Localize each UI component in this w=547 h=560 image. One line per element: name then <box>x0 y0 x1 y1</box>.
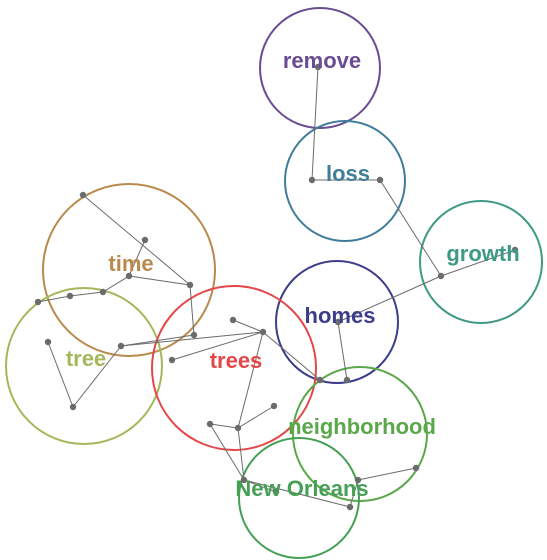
node-point <box>376 176 384 184</box>
edge <box>209 423 239 429</box>
label-tree: tree <box>66 346 106 371</box>
edge <box>232 319 264 333</box>
label-new-orleans: New Orleans <box>235 476 368 501</box>
node-point <box>240 476 248 484</box>
cluster-labels: remove loss growth time homes tree trees… <box>66 48 520 501</box>
label-time: time <box>108 251 153 276</box>
edge <box>262 331 321 381</box>
node-point <box>234 424 242 432</box>
ring-remove <box>259 7 381 129</box>
node-point <box>168 356 176 364</box>
edge <box>69 291 104 297</box>
edge <box>102 275 130 293</box>
node-point <box>316 376 324 384</box>
edge <box>237 331 264 429</box>
node-point <box>69 403 77 411</box>
label-trees: trees <box>210 348 263 373</box>
edge <box>337 275 442 323</box>
node-point <box>186 281 194 289</box>
ring-trees <box>151 285 317 451</box>
ring-homes <box>275 260 399 384</box>
label-neighborhood: neighborhood <box>288 414 436 439</box>
node-point <box>117 342 125 350</box>
edge <box>237 427 245 481</box>
node-point <box>99 288 107 296</box>
edge <box>379 179 442 277</box>
node-point <box>412 464 420 472</box>
label-homes: homes <box>305 303 376 328</box>
edge <box>440 249 516 277</box>
edge <box>311 66 319 181</box>
ring-new-orleans <box>238 437 360 559</box>
node-point <box>314 63 322 71</box>
edge <box>209 423 245 481</box>
nodes <box>34 63 519 511</box>
ring-loss <box>284 120 406 242</box>
edge <box>128 239 146 277</box>
node-point <box>66 292 74 300</box>
ring-tree <box>5 287 163 445</box>
node-point <box>125 272 133 280</box>
node-point <box>259 328 267 336</box>
edge <box>171 331 264 361</box>
label-loss: loss <box>326 161 370 186</box>
node-point <box>190 331 198 339</box>
node-point <box>79 191 87 199</box>
edge <box>47 341 74 408</box>
node-point <box>346 503 354 511</box>
edge <box>128 275 191 286</box>
edge <box>72 345 122 408</box>
node-point <box>511 246 519 254</box>
node-point <box>44 338 52 346</box>
node-point <box>334 318 342 326</box>
edge <box>357 467 417 481</box>
node-point <box>229 316 237 324</box>
edge <box>243 479 351 508</box>
ring-time <box>42 183 216 357</box>
edge <box>37 295 71 303</box>
node-point <box>34 298 42 306</box>
ring-growth <box>419 200 543 324</box>
edge <box>243 479 277 493</box>
edge <box>337 321 348 381</box>
node-point <box>343 376 351 384</box>
node-point <box>206 420 214 428</box>
label-remove: remove <box>283 48 361 73</box>
label-growth: growth <box>446 241 519 266</box>
edges <box>37 66 516 508</box>
node-point <box>308 176 316 184</box>
node-point <box>270 402 278 410</box>
node-point <box>141 236 149 244</box>
edge <box>120 334 195 347</box>
node-point <box>437 272 445 280</box>
edge <box>349 479 359 508</box>
node-point <box>354 476 362 484</box>
edge <box>237 405 275 429</box>
ring-neighborhood <box>292 366 428 502</box>
cluster-rings <box>5 7 543 559</box>
edge <box>189 284 195 336</box>
edge <box>82 194 191 286</box>
node-point <box>272 488 280 496</box>
edge <box>120 331 264 347</box>
